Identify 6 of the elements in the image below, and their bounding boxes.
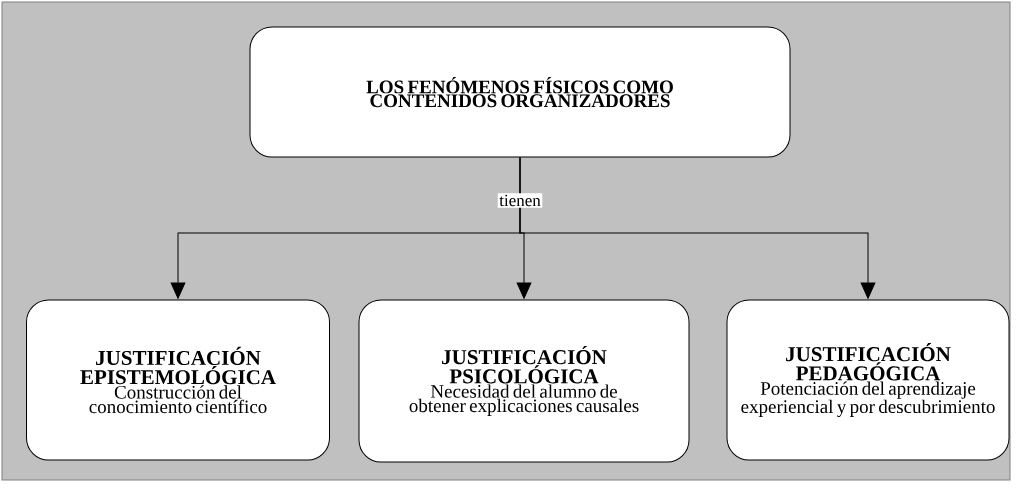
concept-box: JUSTIFICACIÓN PEDAGÓGICA Potenciación del aprendizaje experiencial y por descubrimiento xyxy=(726,299,1010,461)
concept-box: JUSTIFICACIÓN PSICOLÓGICA Necesidad del alumno de obtener explicaciones causales xyxy=(358,299,690,463)
connector-arrow xyxy=(519,157,876,299)
concept-box: JUSTIFICACIÓN EPISTEMOLÓGICA Construcción del conocimiento científico xyxy=(26,299,330,461)
edge-label: tienen xyxy=(497,193,543,208)
concept-box: LOS FENÓMENOS FÍSICOS COMO CONTENIDOS ORGANIZADORES xyxy=(249,26,791,158)
